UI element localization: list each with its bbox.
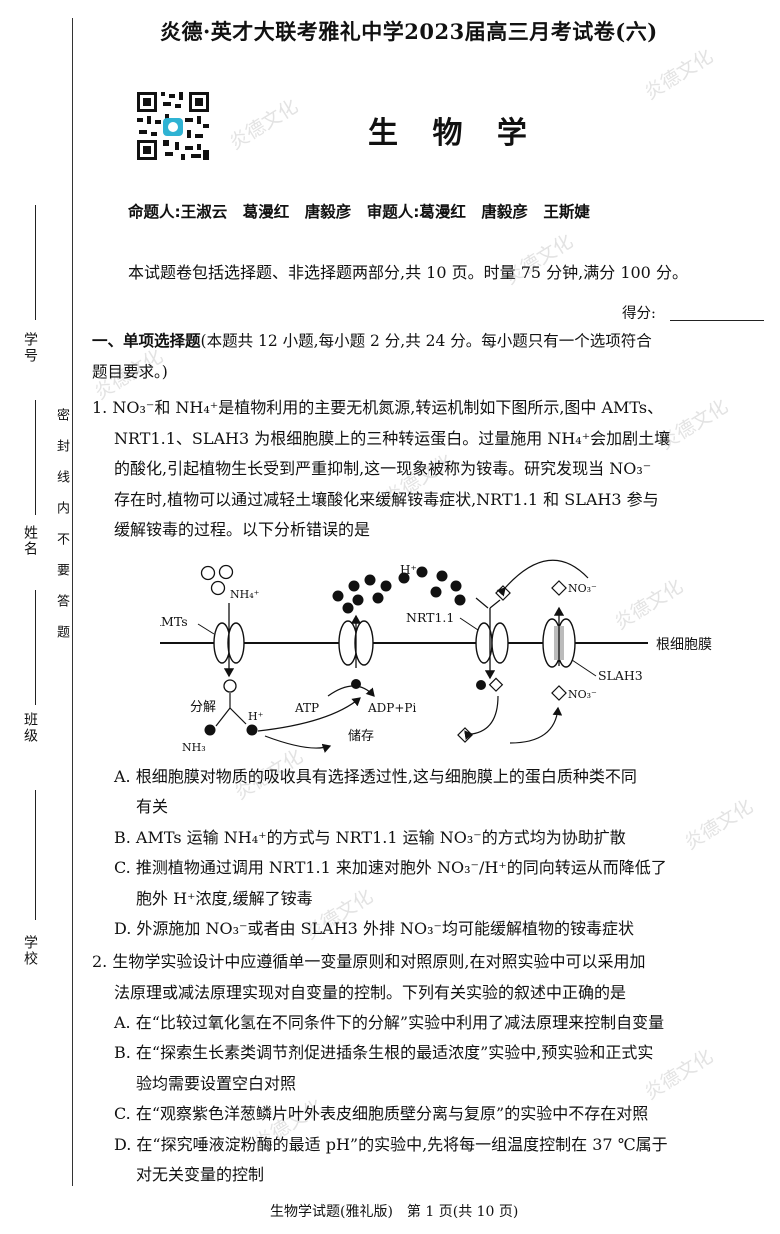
section-heading: 一、单项选择题(本题共 12 小题,每小题 2 分,共 24 分。每小题只有一个… [92,331,652,351]
section-desc-cont: 题目要求。) [92,363,168,381]
no3-bottom-label: NO₃⁻ [568,688,597,701]
amts-channel [213,622,245,664]
proton-pump [338,620,374,666]
nh4-ion [200,565,216,581]
watermark: 炎德文化 [640,45,717,105]
h-ion-inside [246,724,258,736]
no3-ion [457,727,473,743]
nrt11-channel [475,622,509,664]
page-footer: 生物学试题(雅礼版) 第 1 页(共 10 页) [270,1204,519,1220]
q2-option-b-cont: 验均需要设置空白对照 [136,1074,297,1093]
class-label: 班级 [22,712,38,744]
decompose-label: 分解 [190,700,216,715]
watermark: 炎德文化 [225,95,302,155]
amts-label: AMTs [160,614,188,629]
h-ion-cluster [332,566,466,614]
q1-stem-line: 缓解铵毒的过程。以下分析错误的是 [114,520,371,539]
transport-diagram: 根细胞膜 AMTs NH₄⁺ 分解 NH₃ H⁺ ATP ADP+Pi 储存 H… [160,559,712,754]
no3-top-label: NO₃⁻ [568,582,597,595]
no3-ion [495,585,511,601]
q1-stem-line: 的酸化,引起植物生长受到严重抑制,这一现象被称为铵毒。研究发现当 NO₃⁻ [114,459,652,478]
q1-stem-line: 1. NO₃⁻和 NH₄⁺是植物利用的主要无机氮源,转运机制如下图所示,图中 A… [92,398,664,417]
q1-option-a: A. 根细胞膜对物质的吸收具有选择透过性,这与细胞膜上的蛋白质种类不同 [114,767,637,786]
storage-label: 储存 [348,729,374,744]
q2-option-d-cont: 对无关变量的控制 [136,1165,265,1184]
no3-ion [551,685,567,701]
authors-line: 命题人:王淑云 葛漫红 唐毅彦 审题人:葛漫红 唐毅彦 王斯婕 [128,203,590,221]
seal-instruction: 密封线内不要答题 [54,408,69,656]
q2-option-b: B. 在“探索生长素类调节剂促进插条生根的最适浓度”实验中,预实验和正式实 [114,1043,654,1062]
nrt11-label: NRT1.1 [406,610,454,625]
nh4-ion [223,679,237,693]
q1-option-d: D. 外源施加 NO₃⁻或者由 SLAH3 外排 NO₃⁻均可能缓解植物的铵毒症… [114,919,635,938]
q2-option-a: A. 在“比较过氧化氢在不同条件下的分解”实验中利用了减法原理来控制自变量 [114,1013,665,1032]
name-label: 姓名 [22,525,38,557]
nh4-ion [218,564,234,580]
class-line [35,590,36,705]
student-id-label: 学号 [22,332,38,364]
score-label: 得分: [622,306,656,322]
school-line [35,790,36,920]
adp-label: ADP+Pi [367,701,416,715]
binding-rule [72,18,73,1186]
q1-option-c: C. 推测植物通过调用 NRT1.1 来加速对胞外 NO₃⁻/H⁺的同向转运从而… [114,858,667,877]
no3-ion [488,677,504,692]
q1-option-b: B. AMTs 运输 NH₄⁺的方式与 NRT1.1 运输 NO₃⁻的方式均为协… [114,828,626,847]
atp-label: ATP [294,701,319,715]
qr-code [135,90,211,162]
exam-intro: 本试题卷包括选择题、非选择题两部分,共 10 页。时量 75 分钟,满分 100… [128,263,688,282]
section-desc: (本题共 12 小题,每小题 2 分,共 24 分。每小题只有一个选项符合 [200,332,652,350]
nh3-molecule [204,724,216,736]
name-line [35,400,36,515]
exam-title: 炎德·英才大联考雅礼中学2023届高三月考试卷(六) [160,19,658,44]
q1-stem-line: NRT1.1、SLAH3 为根细胞膜上的三种转运蛋白。过量施用 NH₄⁺会加剧土… [114,429,671,448]
section-title: 一、单项选择题 [92,332,201,350]
q2-option-c: C. 在“观察紫色洋葱鳞片叶外表皮细胞质壁分离与复原”的实验中不存在对照 [114,1104,649,1123]
score-blank [670,320,764,321]
watermark: 炎德文化 [680,795,757,855]
q2-option-d: D. 在“探究唾液淀粉酶的最适 pH”的实验中,先将每一组温度控制在 37 ℃属… [114,1135,668,1154]
q2-stem-line: 2. 生物学实验设计中应遵循单一变量原则和对照原则,在对照实验中可以采用加 [92,952,646,971]
membrane-label: 根细胞膜 [656,637,712,653]
subject-title: 生 物 学 [368,116,539,151]
q1-stem-line: 存在时,植物可以通过减轻土壤酸化来缓解铵毒症状,NRT1.1 和 SLAH3 参… [114,490,659,509]
student-id-line [35,205,36,320]
h-ion [351,679,361,689]
q1-option-c-cont: 胞外 H⁺浓度,缓解了铵毒 [136,889,313,908]
h-inside-label: H⁺ [248,710,264,723]
nh4-label: NH₄⁺ [230,588,260,601]
q2-stem-line: 法原理或减法原理实现对自变量的控制。下列有关实验的叙述中正确的是 [114,983,627,1002]
slah3-label: SLAH3 [598,668,643,683]
q1-option-a-cont: 有关 [136,797,169,816]
h-ion [476,680,486,690]
nh3-label: NH₃ [182,741,206,754]
no3-ion [551,580,567,596]
school-label: 学校 [22,935,38,967]
nh4-ion [210,580,226,596]
